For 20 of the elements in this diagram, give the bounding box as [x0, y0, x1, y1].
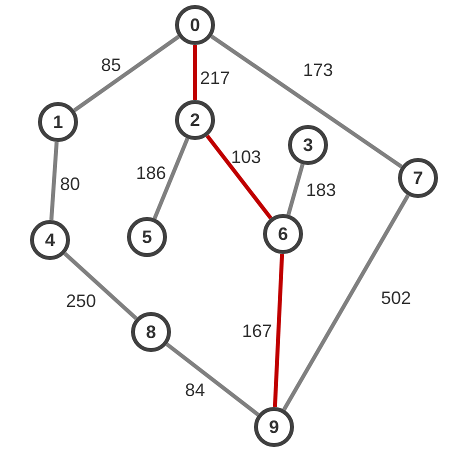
edge-label: 183 — [306, 181, 336, 199]
graph-edge — [166, 342, 260, 416]
edge-label: 186 — [136, 164, 166, 182]
edge-label: 250 — [66, 292, 96, 310]
edge-label: 85 — [100, 56, 122, 74]
edge-label: 80 — [60, 175, 80, 193]
edge-label: 173 — [302, 61, 334, 79]
graph-edge — [272, 254, 284, 408]
edge-label: 103 — [230, 148, 262, 166]
edge-label: 502 — [380, 289, 412, 307]
edge-label: 167 — [242, 322, 272, 340]
graph-edge — [63, 252, 138, 320]
graph-edge — [49, 142, 59, 220]
graph-edge — [152, 138, 190, 220]
graph-edge — [206, 134, 272, 220]
edge-label: 217 — [200, 69, 230, 87]
edge-label: 84 — [184, 381, 206, 399]
graph-edge — [286, 164, 305, 216]
graph-edge — [193, 45, 197, 100]
graph-edge — [73, 34, 180, 112]
